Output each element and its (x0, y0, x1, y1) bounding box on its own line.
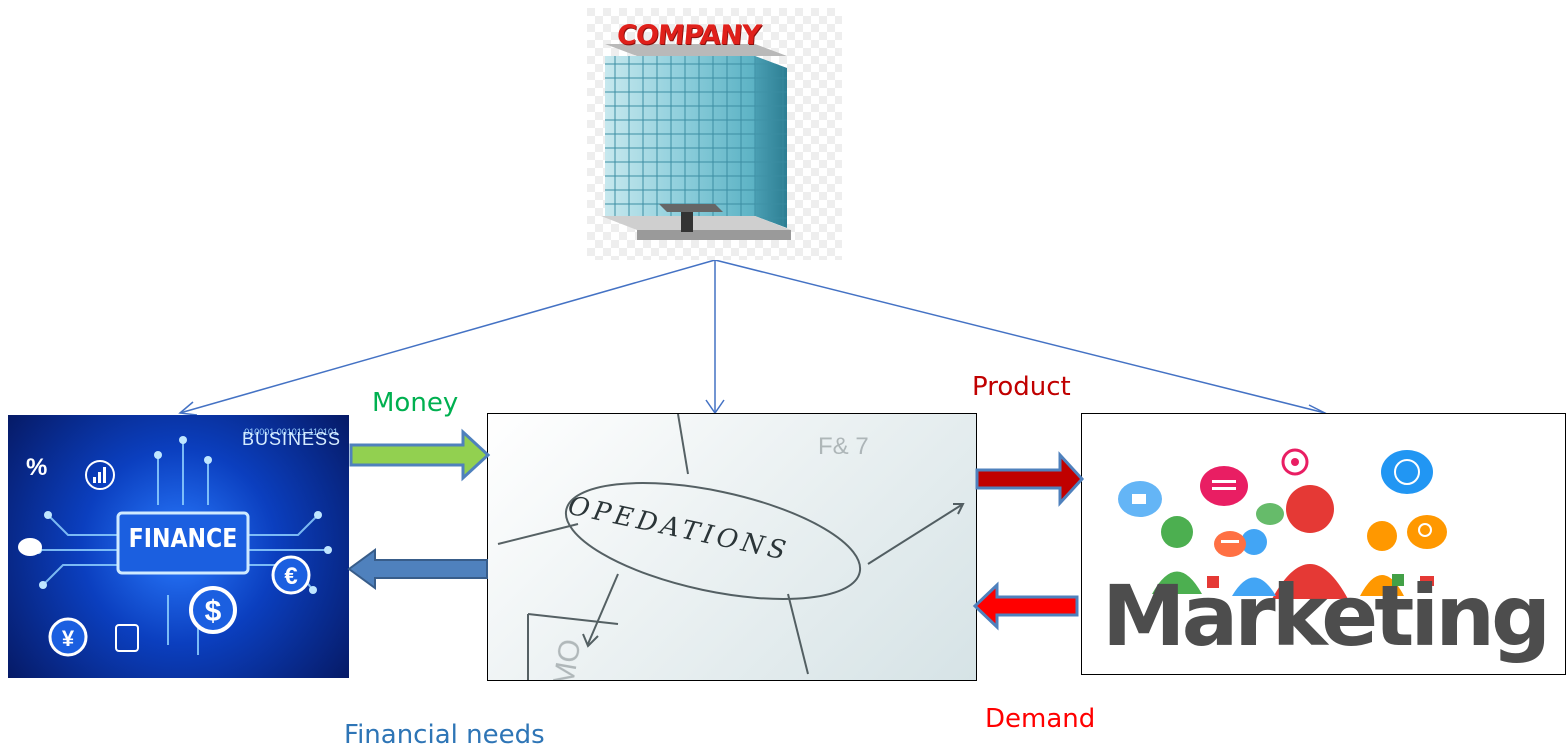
person-icon-green (1161, 516, 1193, 548)
like-bubble-icon (1118, 481, 1162, 517)
chat-bubble-icon (1200, 466, 1248, 506)
svg-text:€: € (284, 563, 297, 590)
person-icon-blue (1241, 529, 1267, 555)
finance-image: $ € ¥ % 010001 001011 110101 BUSINESS FI… (8, 415, 349, 678)
green-bubble-icon (1256, 503, 1284, 525)
dollar-coin-icon: $ (189, 586, 237, 634)
bar-chart-icon (85, 460, 115, 490)
product-arrow (975, 451, 1085, 507)
demand-label: Demand (985, 704, 1096, 734)
calculator-icon (115, 624, 139, 652)
company-building-image: COMPANY (587, 8, 842, 260)
svg-text:MO: MO (547, 637, 588, 680)
financial-needs-arrow (347, 548, 488, 590)
svg-text:F& 7: F& 7 (818, 433, 869, 460)
connector-head-finance (178, 401, 198, 416)
euro-coin-icon: € (271, 555, 311, 595)
yen-coin-icon: ¥ (48, 617, 88, 657)
piggy-bank-icon (18, 538, 42, 556)
globe-bubble-icon (1381, 450, 1433, 494)
person-icon-red (1286, 485, 1334, 533)
operations-image: F& 7 MO OPEDATIONS (487, 413, 977, 681)
percent-icon: % (26, 454, 47, 481)
marketing-image: Marketing (1081, 413, 1566, 675)
money-label: Money (372, 388, 459, 418)
mail-icon (1420, 576, 1434, 586)
product-label: Product (972, 372, 1071, 402)
finance-title: FINANCE (128, 524, 238, 554)
svg-text:010001 001011 110101: 010001 001011 110101 (244, 427, 338, 437)
svg-text:%: % (26, 454, 47, 481)
connector-to-finance (179, 259, 716, 414)
svg-text:¥: ¥ (62, 626, 75, 651)
money-arrow (349, 428, 491, 482)
financial-needs-label: Financial needs (344, 720, 545, 750)
connector-to-marketing (714, 259, 1326, 414)
location-pin-icon (1281, 448, 1309, 476)
marketing-title: Marketing (1102, 567, 1551, 665)
demand-arrow (972, 581, 1079, 631)
message-bubble-icon (1214, 531, 1246, 557)
svg-text:$: $ (205, 595, 222, 628)
person-icon-orange (1367, 521, 1397, 551)
rss-icon (1207, 576, 1219, 588)
contact-icon (1392, 574, 1404, 586)
search-bubble-icon (1407, 515, 1447, 549)
finance-business-text: BUSINESS (242, 429, 342, 449)
